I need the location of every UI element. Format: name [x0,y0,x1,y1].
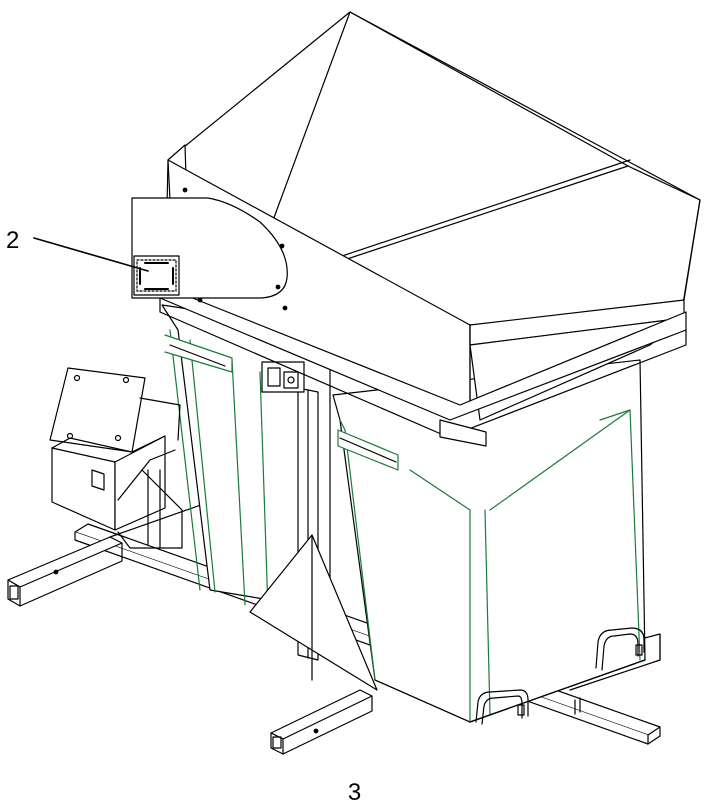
center-divider [249,361,378,691]
bin-front-right [332,359,646,723]
top-hood [159,11,701,447]
left-cross-tube [7,536,123,588]
label-plate [131,197,288,299]
page-number: 3 [347,779,362,806]
bin-handles [475,627,645,725]
callout-2-leader [33,237,149,272]
callout-2-label: 2 [6,227,20,254]
hopper-lid [49,367,146,453]
side-hopper [49,367,183,549]
right-cross-tube [270,689,373,740]
